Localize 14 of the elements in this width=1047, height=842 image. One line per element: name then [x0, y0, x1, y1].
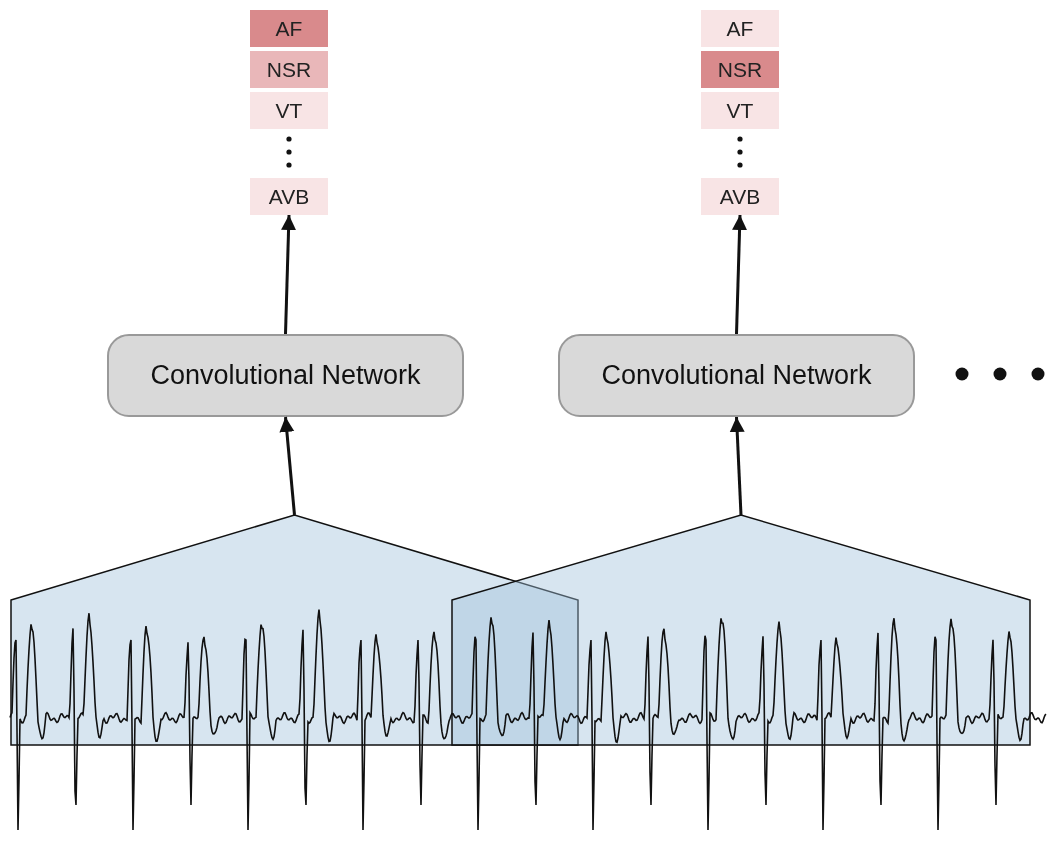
arrow	[279, 416, 296, 516]
class-label: AF	[701, 10, 779, 47]
class-label: AVB	[250, 178, 328, 215]
arrow	[729, 416, 745, 516]
class-label: VT	[250, 92, 328, 129]
class-label: AF	[250, 10, 328, 47]
process-box: Convolutional Network	[107, 334, 464, 417]
class-label: VT	[701, 92, 779, 129]
class-label: NSR	[701, 51, 779, 88]
arrow	[281, 214, 297, 335]
arrow	[732, 214, 748, 335]
process-box: Convolutional Network	[558, 334, 915, 417]
class-label: AVB	[701, 178, 779, 215]
class-label: NSR	[250, 51, 328, 88]
